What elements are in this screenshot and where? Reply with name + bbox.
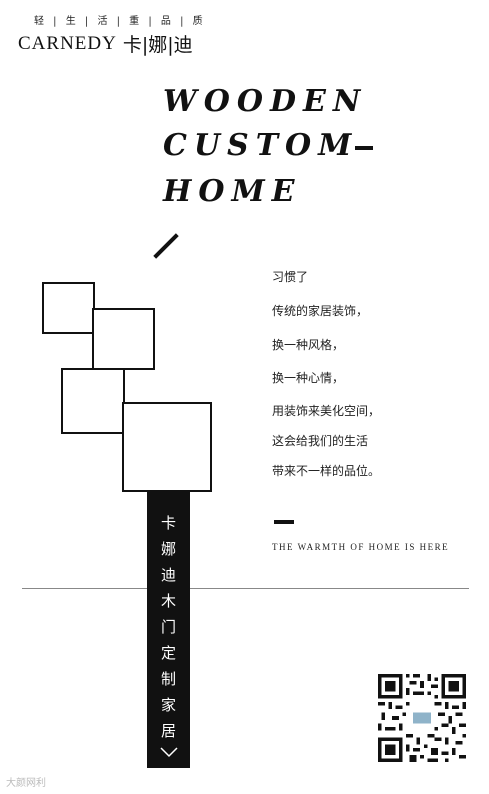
verse-line: 习惯了 (272, 270, 309, 284)
banner-char: 木 (160, 592, 176, 610)
verse-line: 换一种风格， (272, 338, 345, 352)
chevron-down-icon[interactable] (159, 746, 179, 758)
brand-name-cn: 卡|娜|迪 (122, 34, 193, 56)
banner-char: 娜 (160, 540, 176, 558)
banner-char: 门 (160, 618, 176, 636)
square-outline (42, 282, 95, 334)
verse-line: 传统的家居装饰， (272, 304, 369, 318)
banner-char: 居 (160, 722, 176, 740)
banner-char: 迪 (160, 566, 176, 584)
slogan-dash (274, 520, 294, 524)
banner-char: 家 (160, 696, 176, 714)
square-outline (92, 308, 155, 370)
verse-line: 用装饰来美化空间， (272, 404, 381, 418)
qr-code (378, 674, 466, 762)
watermark: 大颜网利 (6, 778, 46, 789)
brand-logo: CARNEDY 卡|娜|迪 (18, 30, 193, 57)
verse-line: 这会给我们的生活 (272, 434, 369, 448)
slogan-text: THE WARMTH OF HOME IS HERE (272, 542, 450, 552)
square-outline (122, 402, 212, 492)
headline-line-1: WOODEN (163, 84, 368, 119)
square-outline (61, 368, 125, 434)
brand-name-en: CARNEDY (18, 32, 117, 54)
verse-line: 带来不一样的品位。 (272, 464, 381, 478)
headline-dash (355, 146, 373, 150)
headline-line-3: HOME (163, 174, 302, 209)
banner-char: 定 (160, 644, 176, 662)
divider-line (22, 588, 469, 589)
vertical-banner (147, 490, 190, 768)
headline-line-2: CUSTOM (163, 128, 359, 163)
slash-decoration (153, 233, 179, 259)
banner-char: 制 (160, 670, 176, 688)
banner-char: 卡 (160, 514, 176, 532)
brand-tagline: 轻 | 生 | 活 | 重 | 品 | 质 (34, 16, 206, 27)
verse-line: 换一种心情， (272, 371, 345, 385)
